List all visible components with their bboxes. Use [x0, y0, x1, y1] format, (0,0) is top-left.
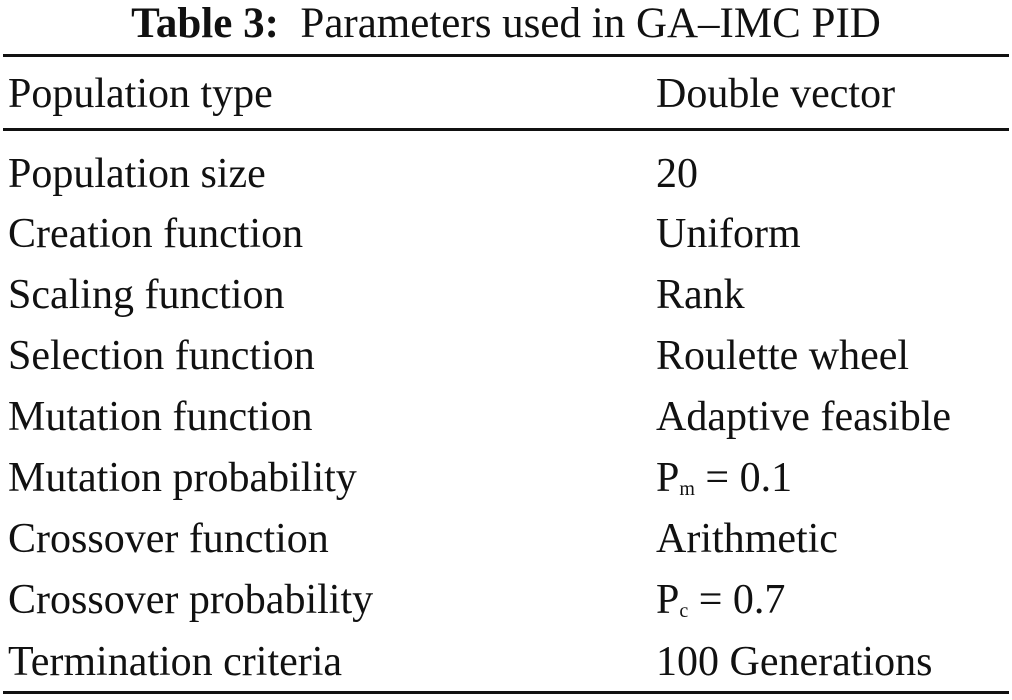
- header-parameter: Population type: [8, 71, 273, 117]
- bottom-rule: [3, 691, 1009, 694]
- row-value: Pm = 0.1: [656, 456, 792, 511]
- value-equation: = 0.1: [694, 455, 793, 501]
- value-equation: = 0.7: [688, 577, 786, 623]
- row-parameter: Population size: [8, 151, 266, 197]
- row-value: Uniform: [656, 211, 801, 257]
- top-rule: [3, 54, 1009, 57]
- row-parameter: Creation function: [8, 211, 304, 257]
- table-caption-text: Parameters used in GA–IMC PID: [300, 0, 881, 47]
- table-caption-label: Table 3:: [131, 0, 279, 47]
- table-caption: Table 3: Parameters used in GA–IMC PID: [0, 2, 1012, 46]
- row-parameter: Mutation probability: [8, 455, 357, 501]
- row-value: Arithmetic: [656, 516, 838, 562]
- row-value: Roulette wheel: [656, 333, 910, 379]
- value-symbol: P: [656, 455, 680, 501]
- header-value: Double vector: [656, 71, 896, 117]
- value-symbol: P: [656, 577, 680, 623]
- row-value: Rank: [656, 272, 745, 318]
- row-parameter: Selection function: [8, 333, 315, 379]
- row-parameter: Mutation function: [8, 394, 313, 440]
- row-parameter: Crossover probability: [8, 577, 374, 623]
- row-value: 20: [656, 151, 698, 197]
- row-value: Adaptive feasible: [656, 394, 952, 440]
- row-parameter: Crossover function: [8, 516, 329, 562]
- value-subscript: m: [679, 478, 695, 500]
- row-parameter: Scaling function: [8, 272, 285, 318]
- header-rule: [3, 128, 1009, 131]
- row-parameter: Termination criteria: [8, 639, 343, 685]
- value-subscript: c: [679, 600, 689, 622]
- row-value: 100 Generations: [656, 639, 933, 685]
- row-value: Pc = 0.7: [656, 578, 785, 633]
